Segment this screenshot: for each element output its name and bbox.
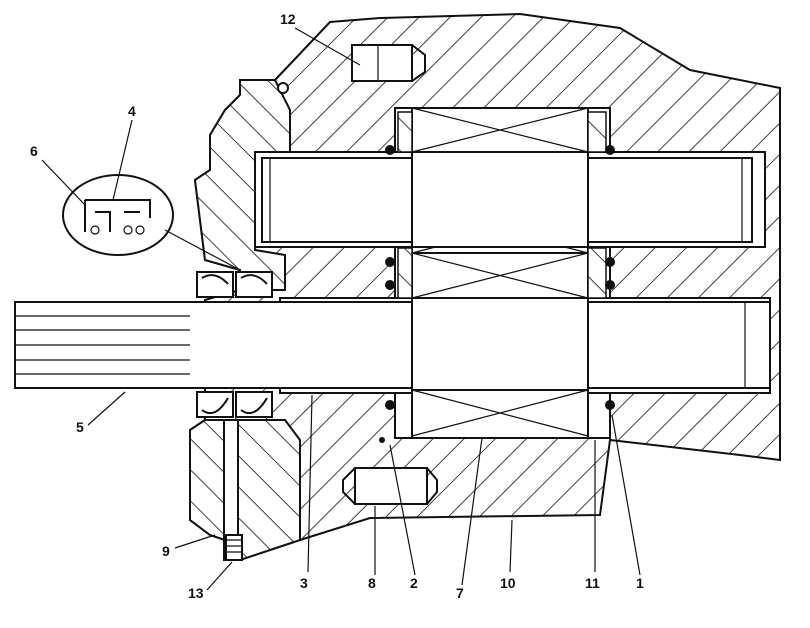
shaft-seals (196, 271, 273, 418)
lower-gear (411, 252, 589, 439)
label-6: 6 (30, 143, 38, 159)
front-cover-lower (189, 419, 301, 561)
label-13: 13 (188, 585, 204, 601)
upper-gear (411, 107, 589, 254)
label-2: 2 (410, 575, 418, 591)
label-3: 3 (300, 575, 308, 591)
label-11: 11 (585, 575, 600, 591)
label-4: 4 (128, 103, 136, 119)
label-8: 8 (368, 575, 376, 591)
label-10: 10 (500, 575, 516, 591)
bushing-right-upper (587, 111, 607, 153)
leader-lines (41, 27, 641, 591)
label-1: 1 (636, 575, 644, 591)
o-rings (277, 82, 615, 443)
label-5: 5 (76, 419, 84, 435)
label-7: 7 (456, 585, 464, 601)
dowel-pin (342, 467, 438, 505)
top-fitting (351, 44, 426, 82)
bushing-left-upper (397, 111, 413, 153)
bushing-left-mid (397, 247, 413, 299)
bushing-right-mid (587, 247, 607, 299)
bolt (223, 419, 243, 561)
label-12: 12 (280, 11, 296, 27)
shaft-splines (15, 315, 190, 375)
label-9: 9 (162, 543, 170, 559)
seal-detail-callout (62, 174, 241, 271)
